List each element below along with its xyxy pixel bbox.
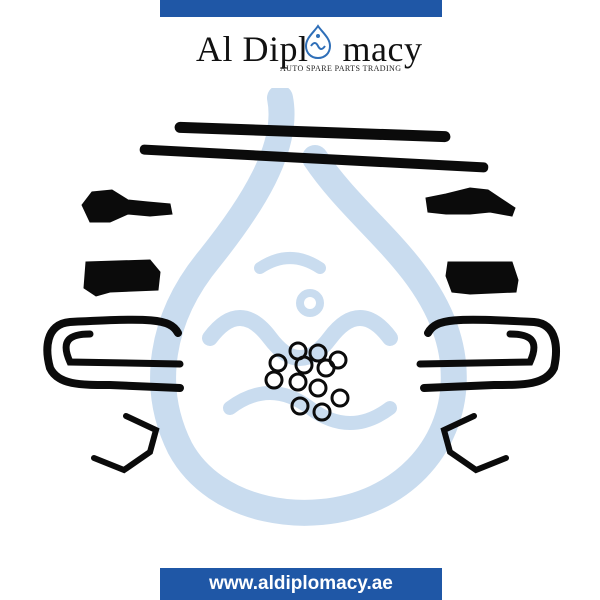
brand-name-part1: Al Dipl [196,29,309,69]
bracket-bottom-left [91,413,160,474]
upper-rod [174,121,451,143]
o-ring-set [264,341,350,422]
u-bar-right-inner [416,330,538,368]
brand-logo: Al Dipl macy AUTO SPARE PARTS TRADING [0,24,600,78]
brand-name-part2: macy [342,29,423,69]
clip-mid-right [445,261,519,295]
footer-bar: www.aldiplomacy.ae [160,568,442,600]
u-bar-left [43,315,184,392]
clip-mid-left [83,259,161,297]
u-bar-left-inner [62,330,184,368]
brand-emblem-icon [304,24,332,60]
brand-tagline: AUTO SPARE PARTS TRADING [280,64,402,73]
top-accent-bar [160,0,442,17]
brand-name: Al Dipl macy [196,28,422,70]
bracket-top-left [81,189,173,223]
u-bar-right [420,315,560,392]
lower-rod [139,144,489,173]
website-link[interactable]: www.aldiplomacy.ae [209,573,393,594]
bracket-bottom-right [440,413,509,474]
bracket-top-right [425,187,516,217]
